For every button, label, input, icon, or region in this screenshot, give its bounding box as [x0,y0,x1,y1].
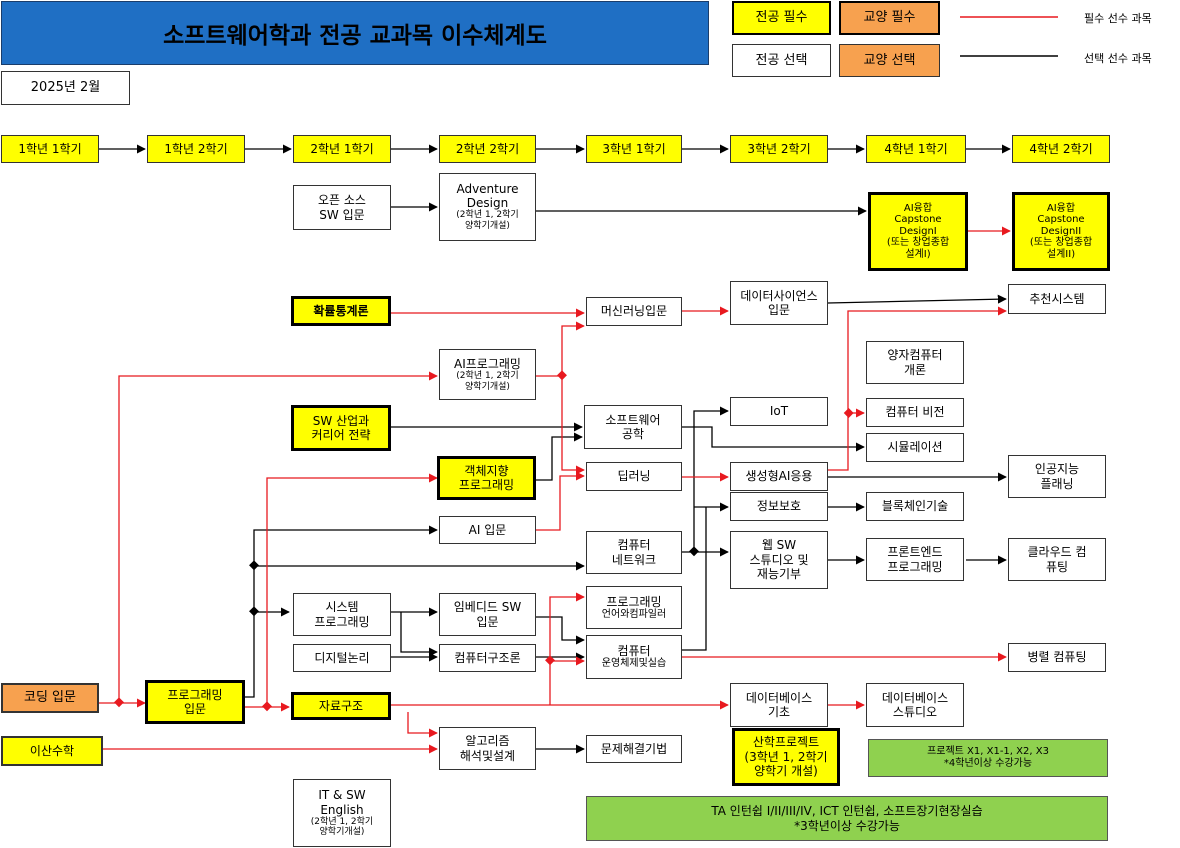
course-recommender-system: 추천시스템 [1008,284,1106,314]
course-information-security: 정보보호 [730,492,828,521]
course-parallel-computing: 병렬 컴퓨팅 [1008,643,1106,672]
course-ml-intro: 머신러닝입문 [586,297,682,326]
course-probability-statistics: 확률통계론 [291,296,391,326]
term-y1s1: 1학년 1학기 [1,135,99,163]
term-y2s1: 2학년 1학기 [293,135,391,163]
course-generative-ai: 생성형AI응용 [730,462,828,491]
legend-liberal-required: 교양 필수 [839,1,940,35]
course-simulation: 시뮬레이션 [866,433,964,462]
course-digital-logic: 디지털논리 [293,644,391,672]
course-coding-intro: 코딩 입문 [1,683,99,713]
course-computer-vision: 컴퓨터 비전 [866,398,964,427]
course-computer-architecture: 컴퓨터구조론 [439,644,536,672]
course-deep-learning: 딥러닝 [586,462,682,491]
legend-major-elective: 전공 선택 [732,44,831,77]
course-blockchain: 블록체인기술 [866,492,964,521]
legend-required-prereq-label: 필수 선수 과목 [1084,12,1152,25]
page-title: 소프트웨어학과 전공 교과목 이수체계도 [1,1,709,65]
course-iot: IoT [730,397,828,426]
date-label: 2025년 2월 [1,71,130,105]
course-ai-intro: AI 입문 [439,516,536,544]
legend-elective-prereq-label: 선택 선수 과목 [1084,52,1152,65]
term-y1s2: 1학년 2학기 [147,135,245,163]
term-y3s1: 3학년 1학기 [586,135,682,163]
course-problem-solving: 문제해결기법 [586,735,682,763]
course-data-structures: 자료구조 [291,692,391,720]
term-y3s2: 3학년 2학기 [730,135,828,163]
note-project-courses: 프로젝트 X1, X1-1, X2, X3*4학년이상 수강가능 [868,739,1108,777]
note-internship-courses: TA 인턴쉽 I/II/III/IV, ICT 인턴쉽, 소프트장기현장실습*3… [586,796,1108,841]
term-y2s2: 2학년 2학기 [439,135,536,163]
legend-liberal-elective: 교양 선택 [839,44,940,77]
term-y4s1: 4학년 1학기 [866,135,966,163]
term-y4s2: 4학년 2학기 [1012,135,1110,163]
legend-major-required: 전공 필수 [732,1,831,35]
course-discrete-math: 이산수학 [1,736,103,766]
